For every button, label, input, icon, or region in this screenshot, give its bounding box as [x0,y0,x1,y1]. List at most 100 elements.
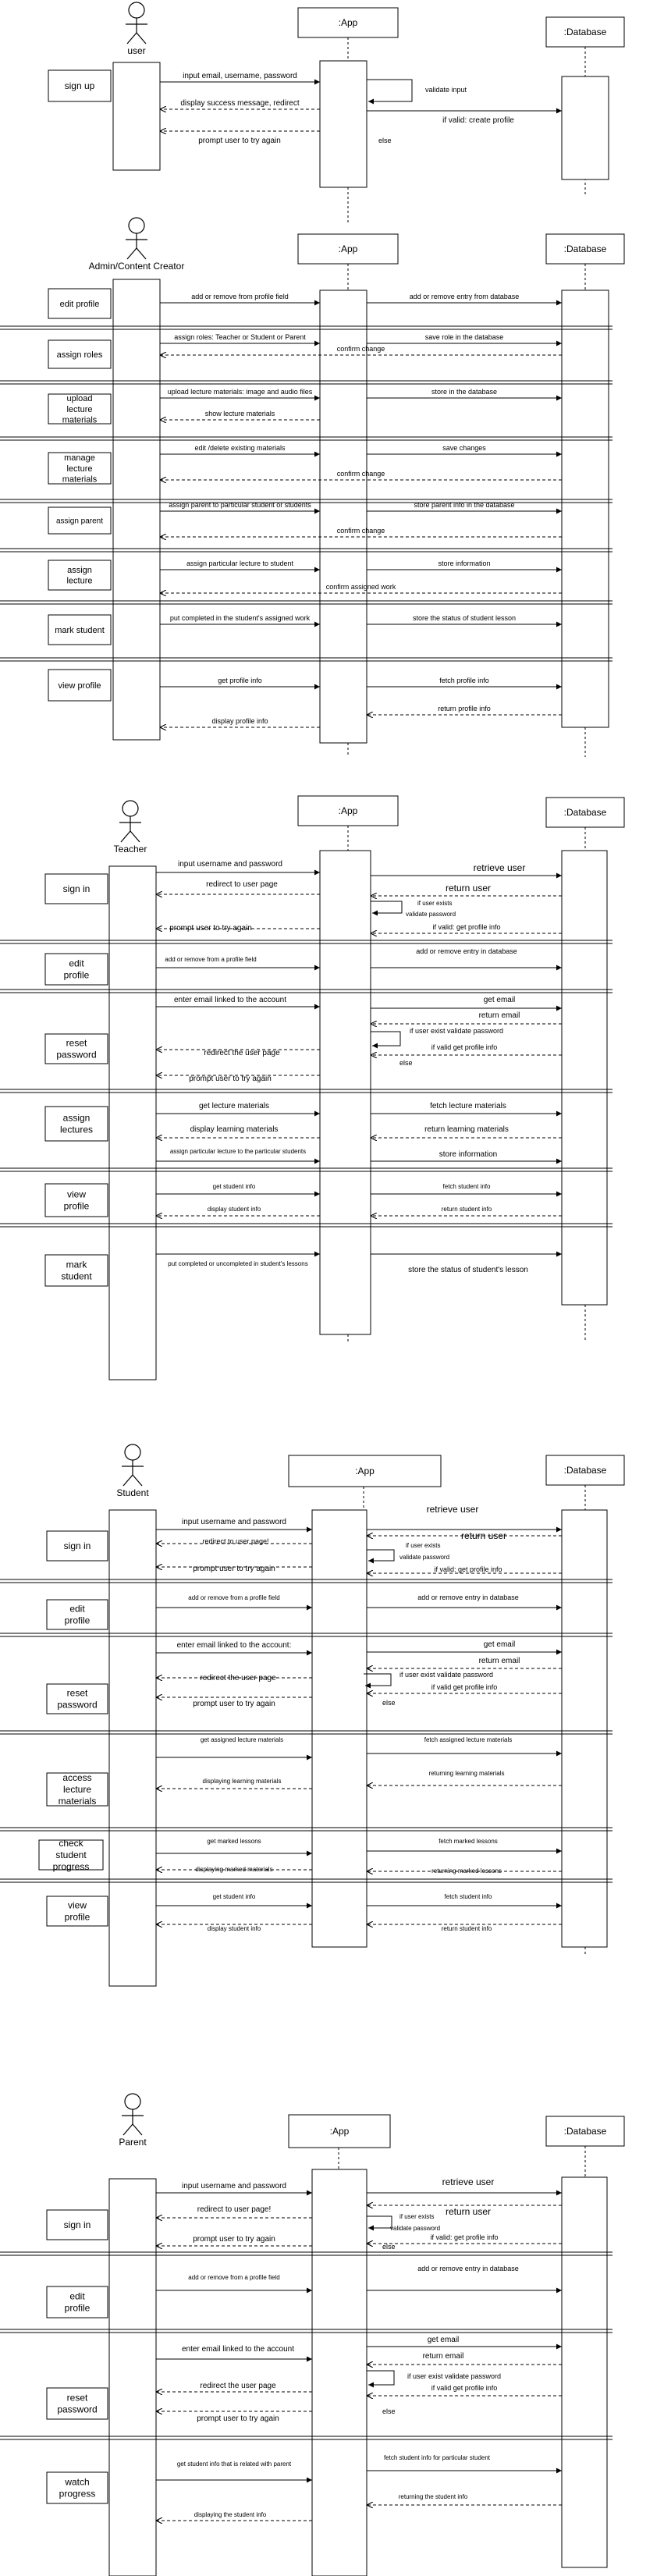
message-label: add or remove entry in database [417,2265,519,2272]
message-label: assign parent to particular student or s… [169,501,311,509]
step-box [48,614,112,645]
user-activation [112,62,161,171]
actor-head [128,2,145,19]
message-label: fetch profile info [439,677,489,684]
step-box [46,1896,108,1927]
step-label: sign in [63,883,91,894]
message-label: get marked lessons [207,1838,261,1845]
message-label: prompt user to try again [193,1700,275,1708]
message-label: return user [446,2206,491,2217]
message-label: returning marked lessons [431,1867,502,1874]
step-label: assign parent [56,517,103,526]
actor-leg [120,830,131,843]
message-label: confirm change [337,470,385,478]
step-box [38,1839,104,1871]
database-header [545,2116,625,2147]
message-label: if user exists [399,2213,434,2220]
message-label: prompt user to try again [198,137,281,145]
admin-activation [112,279,161,741]
step-box [48,288,112,319]
step-box [44,1183,108,1217]
database-activation [561,290,609,728]
message-label: add or remove entry from database [410,293,520,300]
message-label: return email [479,1657,520,1665]
step-box [48,69,112,102]
message-label: fetch student info [443,1183,491,1190]
message-label: return user [461,1530,506,1541]
message-label: get lecture materials [199,1102,269,1110]
step-box [48,339,112,369]
actor-leg [132,2123,143,2136]
app-header [297,7,399,38]
message-label: prompt user to try again [193,1565,275,1573]
validate-loop [367,79,413,105]
message-label: fetch lecture materials [430,1102,506,1110]
message-label: displaying marked materials [195,1866,272,1873]
message-label: get email [428,2336,460,2344]
database-header-label: :Database [564,807,607,818]
step-label: edit profile [60,300,100,309]
message-label: if user exists [417,900,452,907]
actor-leg [123,2123,133,2136]
actor-name: Admin/Content Creator [89,261,185,272]
message-label: edit /delete existing materials [194,444,286,452]
step-box [44,1033,108,1064]
message-label: enter email linked to the account [174,996,286,1004]
message-label: returning the student info [399,2493,468,2500]
message-label: store parent info in the database [414,501,514,509]
actor-name: Student [116,1487,149,1498]
message-label: if user exist validate password [399,1671,493,1679]
message-label: return profile info [438,705,491,712]
message-label: get student info [213,1893,256,1900]
step-box [46,1599,108,1630]
step-label: sign up [65,80,95,91]
message-label: input username and password [182,2182,286,2190]
message-label: redirect the user page [200,2382,276,2390]
message-label: get email [484,996,516,1004]
actor-student [122,1444,144,1487]
message-label: prompt user to try again [193,2235,275,2244]
message-label: return email [479,1011,520,1020]
message-label: display profile info [211,717,268,725]
app-header-label: :App [339,805,358,816]
step-box [44,953,108,986]
actor-name: Parent [119,2137,147,2148]
actor-leg [132,1474,143,1487]
step-box [46,1772,108,1807]
message-label: save role in the database [425,333,504,341]
app-header [297,795,399,826]
app-header-label: :App [355,1466,375,1476]
message-label: assign particular lecture to student [186,560,294,567]
message-label: store the status of student lesson [413,614,516,622]
step-box [46,1530,108,1562]
message-label: redirect to user page [206,880,278,889]
message-label: if valid get profile info [431,1683,498,1691]
message-label: return student info [442,1206,492,1213]
database-activation [561,850,608,1306]
message-label: validate password [399,1554,449,1561]
message-label: redirect to user page! [202,1537,268,1545]
message-label: return learning materials [424,1125,509,1134]
actor-head [128,217,145,234]
message-label: display student info [208,1925,261,1932]
validate-loop [367,2370,395,2388]
message-label: display learning materials [190,1125,279,1134]
message-label: enter email linked to the account [182,2345,294,2354]
message-label: show lecture materials [205,410,275,417]
step-label: sign in [64,2219,91,2230]
database-header [545,1455,625,1486]
message-label: add or remove from a profile field [188,2274,279,2281]
app-header-label: :App [339,243,358,254]
teacher-activation [108,865,157,1380]
validate-loop [371,901,403,916]
message-label: get student info [213,1183,256,1190]
message-label: assign particular lecture to the particu… [170,1148,306,1155]
